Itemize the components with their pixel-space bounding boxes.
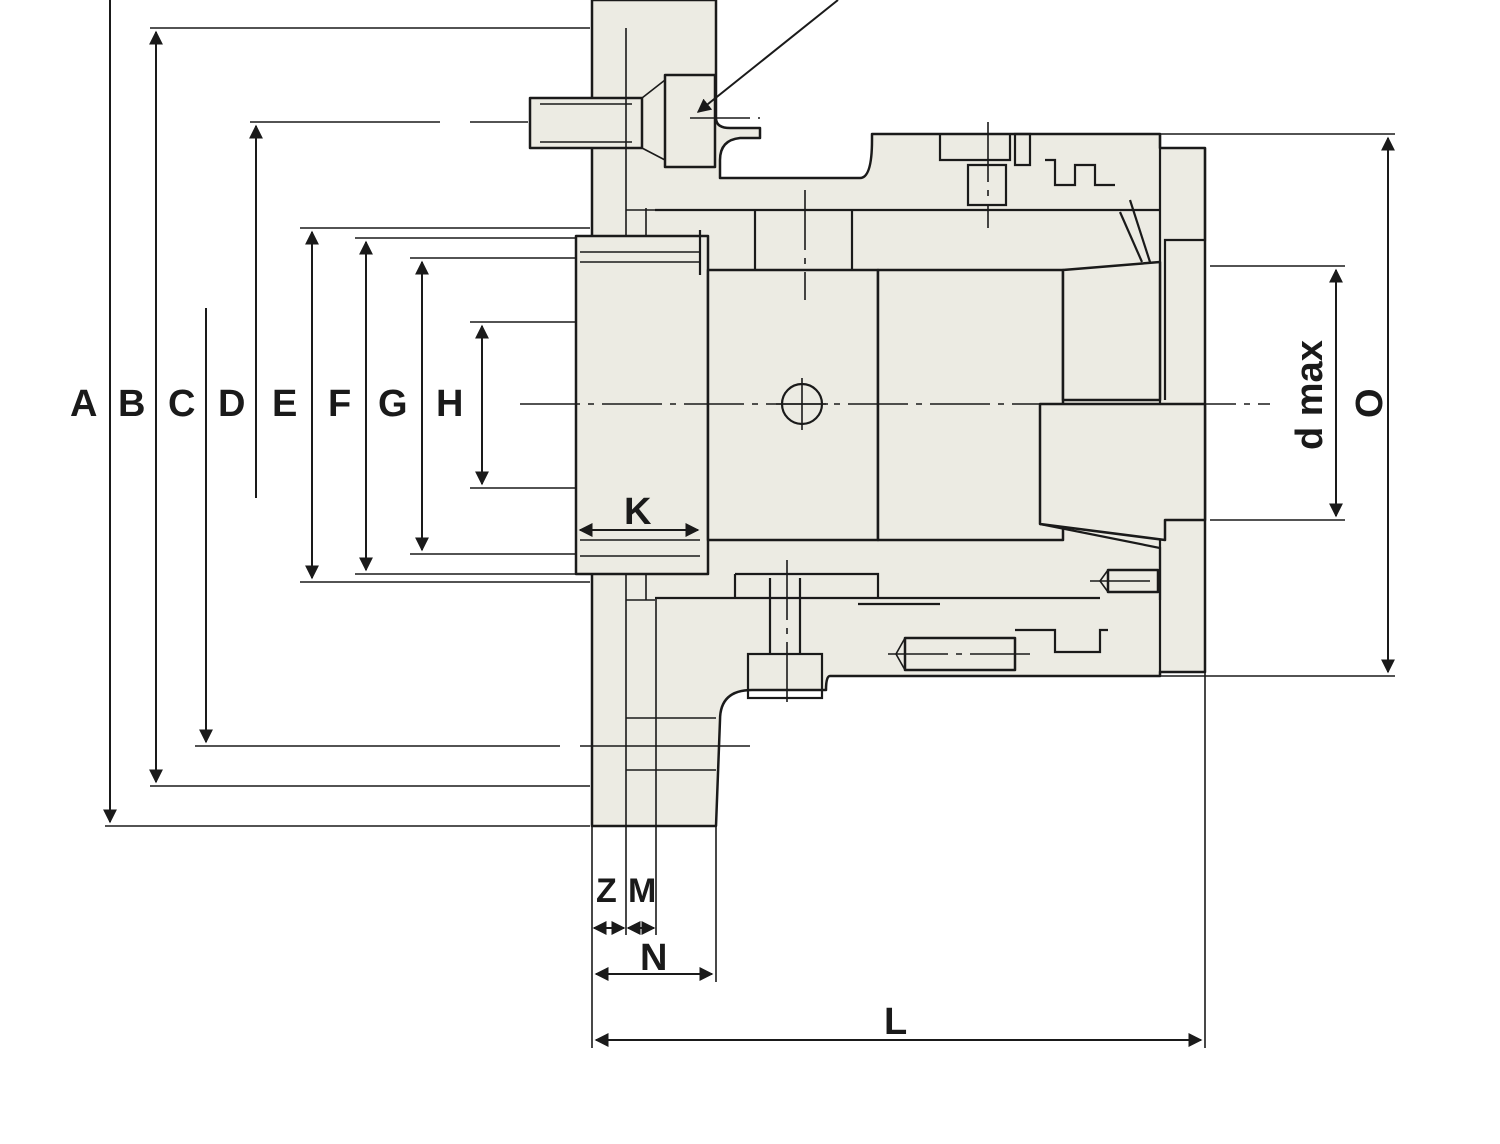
label-E: E xyxy=(272,383,297,425)
pin-symbol xyxy=(776,378,828,430)
extension-lines xyxy=(105,27,1395,1048)
label-d-max: d max xyxy=(1289,340,1331,450)
label-K: K xyxy=(624,491,652,533)
label-Z: Z xyxy=(596,872,617,910)
label-A: A xyxy=(70,383,97,425)
centerlines xyxy=(520,117,1270,708)
label-F: F xyxy=(328,383,351,425)
label-G: G xyxy=(378,383,408,425)
label-B: B xyxy=(118,383,145,425)
label-L: L xyxy=(884,1001,907,1043)
label-H: H xyxy=(436,383,463,425)
label-O: O xyxy=(1349,388,1391,418)
part-body xyxy=(528,0,1207,828)
leader-line xyxy=(696,0,839,113)
dimension-lines xyxy=(103,0,1395,1047)
label-C: C xyxy=(168,383,195,425)
dimension-labels: A B C D E F G H K Z M N L d max O xyxy=(70,340,1391,1043)
label-N: N xyxy=(640,937,667,979)
label-M: M xyxy=(628,872,656,910)
label-D: D xyxy=(218,383,245,425)
